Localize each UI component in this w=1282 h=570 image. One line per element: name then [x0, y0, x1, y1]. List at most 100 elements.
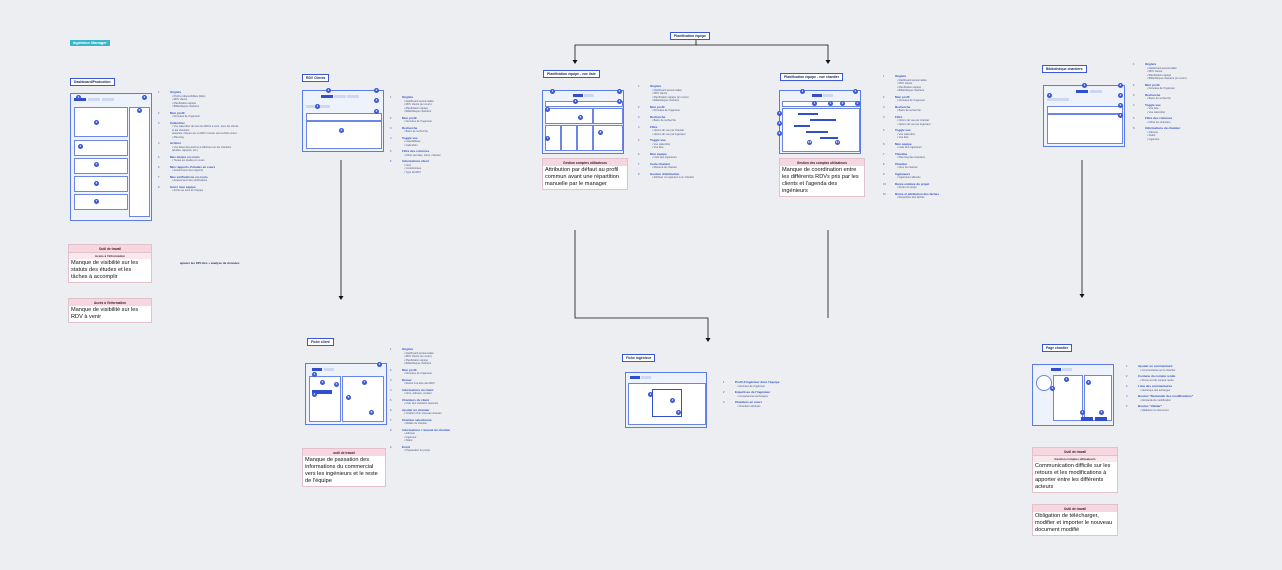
- note-number: 7: [638, 162, 640, 166]
- note-line: • Toutes les études en cours: [172, 159, 205, 162]
- note-line: • RDV clients (en cours): [404, 355, 432, 358]
- screen-title-page-chantier: Page chantier: [1042, 344, 1073, 352]
- brand-tag: Ingénieur Manager: [70, 40, 110, 46]
- note-line: • Planification équipe: [1147, 73, 1172, 77]
- card-body: Manque de visibilité sur les statuts des…: [71, 260, 139, 281]
- note-line: • Ingénieur: [404, 435, 417, 439]
- note-line: • Planification équipe: [172, 101, 197, 105]
- plan-list-wireframe: [542, 90, 624, 154]
- note-line: • Calendrier: [404, 143, 418, 147]
- card-head: Gestion comptes utilisateurs: [543, 159, 627, 166]
- note-number: 3: [638, 115, 640, 119]
- note-line: • Durée du projet: [897, 186, 917, 189]
- note-line: • Attribuer un ingénieur à un chantier: [652, 176, 695, 179]
- note-number: 3: [390, 126, 392, 130]
- dashboard-extra-note: ajouter les KPI clés + analyse de donnée…: [180, 261, 240, 265]
- note-line: • Vue liste: [897, 136, 909, 139]
- note-line: • Planning: [172, 135, 184, 139]
- note-heading: Bouton "Valider"5: [1126, 404, 1163, 408]
- fiche-ing-wireframe: [625, 372, 707, 428]
- note-number: 2: [1126, 375, 1128, 378]
- note-line: • Demande de modification: [1140, 398, 1172, 402]
- note-number: 6: [1133, 127, 1135, 130]
- note-number: 6: [638, 152, 640, 156]
- note-line: • Document du compte rendu: [1140, 378, 1174, 382]
- note-line: • Filtrer par date, client, chantier: [404, 153, 441, 157]
- fiche-client-wireframe: [305, 363, 387, 425]
- note-number: 7: [390, 418, 392, 422]
- note-line: • Coordonnées: [404, 167, 422, 170]
- note-line: • Dashboard personnalisé: [404, 351, 434, 355]
- note-line: • Option de vue par ingénieur: [897, 122, 931, 126]
- note-line: • Option de vue par chantier: [652, 129, 685, 132]
- note-line: • Planification équipe: [404, 358, 429, 362]
- note-line: • Compétences techniques: [737, 394, 768, 398]
- note-line: • Ingénieurs affectés: [897, 176, 921, 179]
- note-line: • Données de l'ingénieur: [404, 120, 433, 123]
- note-line: • Ingénieur: [1147, 137, 1160, 141]
- note-number: 6: [390, 408, 392, 412]
- note-line: • Option de vue par chantier: [897, 119, 930, 122]
- plan-chantier-pain-card: Gestion des comptes utilisateurs Manque …: [779, 158, 865, 197]
- note-line: • Liste des ingénieurs: [652, 156, 677, 159]
- note-line: • Profil et disponibilités (Mes): [172, 94, 206, 98]
- note-line: • RDV clients: [1147, 70, 1163, 73]
- screen-title-biblio: Bibliothèque chantiers: [1042, 65, 1087, 73]
- note-number: 5: [883, 129, 885, 132]
- note-number: 2: [1133, 83, 1135, 87]
- note-line: • Barre de recherche: [652, 119, 676, 122]
- note-number: 4: [158, 142, 160, 145]
- note-number: 2: [390, 116, 392, 120]
- note-line: • RDV clients: [172, 98, 188, 101]
- note-line: • RDV clients (en cours): [404, 103, 432, 106]
- note-number: 5: [390, 398, 392, 402]
- note-number: 11: [883, 192, 886, 196]
- note-line: • Avancement des vérifications: [172, 179, 208, 182]
- screen-title-plan-chantier: Planification équipe - vue chantier: [780, 73, 844, 81]
- note-line: • Bibliothèque chantiers: [172, 105, 200, 108]
- note-number: 8: [638, 172, 640, 176]
- note-line: • Dashboard personnalisé: [652, 88, 682, 92]
- note-line: • Vue calendrier: [897, 132, 916, 136]
- note-number: 3: [723, 401, 725, 404]
- screen-title-fiche-ing: Fiche ingénieur: [622, 354, 656, 362]
